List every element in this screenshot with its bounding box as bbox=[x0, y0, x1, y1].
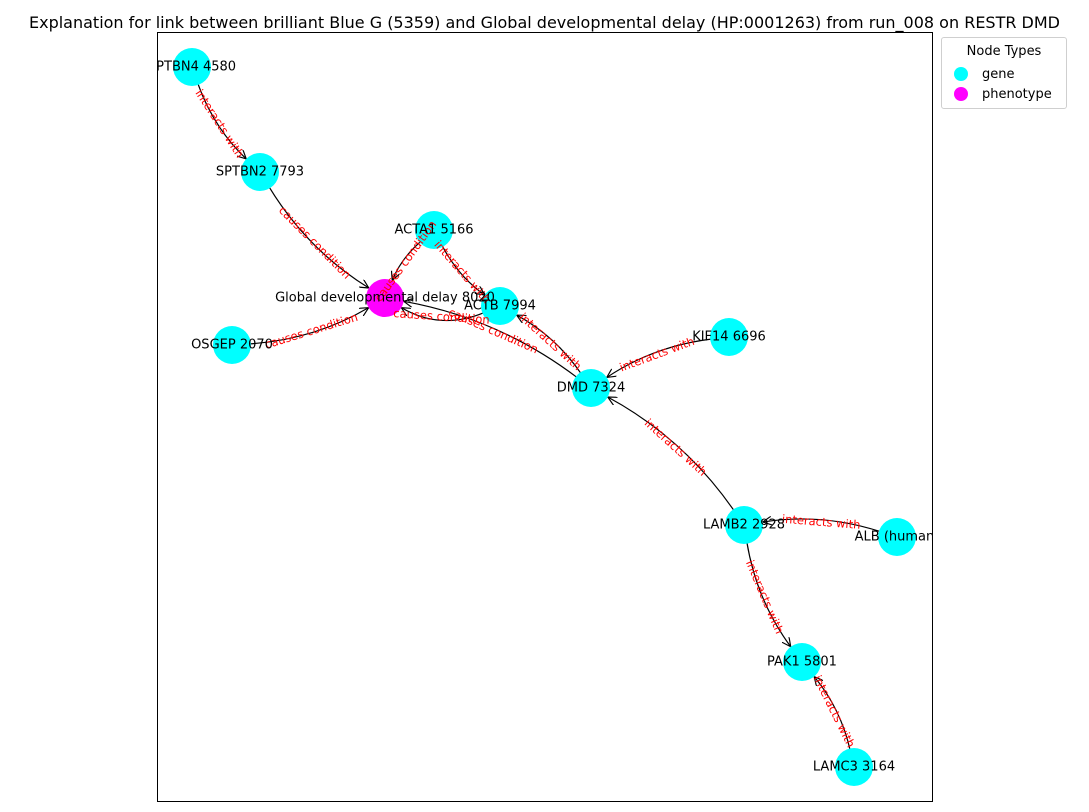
edge-osgep-to-gdd bbox=[249, 308, 369, 345]
edge-acta1-to-actb bbox=[441, 244, 485, 295]
edge-dmd-to-actb bbox=[517, 315, 582, 375]
edge-label-osgep-to-gdd: causes condition bbox=[263, 310, 359, 352]
edge-acta1-to-gdd bbox=[392, 240, 422, 280]
edge-labels-layer: interacts with causes condition causes con… bbox=[192, 87, 861, 750]
legend-item-phenotype: phenotype bbox=[954, 85, 1052, 103]
legend-label-phenotype: phenotype bbox=[982, 86, 1052, 102]
node-label-sptbn4: SPTBN4 4580 bbox=[148, 60, 236, 75]
edge-label-actb-to-gdd: causes condition bbox=[393, 306, 490, 327]
gene-marker-icon bbox=[954, 67, 968, 81]
node-label-osgep: OSGEP 2070 bbox=[191, 338, 273, 353]
node-lamb2 bbox=[725, 506, 763, 544]
node-label-lamc3: LAMC3 3164 bbox=[813, 760, 895, 775]
edge-label-sptbn4-to-sptbn2: interacts with bbox=[192, 87, 247, 161]
node-kif14 bbox=[710, 318, 748, 356]
edge-label-alb-to-lamb2: interacts with bbox=[781, 512, 861, 532]
edge-kif14-to-dmd bbox=[607, 338, 713, 377]
edge-label-lamb2-to-pak1: interacts with bbox=[743, 558, 787, 636]
node-osgep bbox=[213, 326, 251, 364]
edge-dmd-to-gdd bbox=[404, 301, 578, 379]
node-label-lamb2: LAMB2 2928 bbox=[703, 518, 785, 533]
legend-label-gene: gene bbox=[982, 66, 1015, 82]
phenotype-marker-icon bbox=[954, 87, 968, 101]
node-gdd bbox=[366, 279, 404, 317]
plot-frame bbox=[157, 32, 933, 802]
node-alb bbox=[878, 518, 916, 556]
node-dmd bbox=[572, 369, 610, 407]
node-label-kif14: KIF14 6696 bbox=[692, 330, 766, 345]
figure-title: Explanation for link between brilliant B… bbox=[28, 13, 1060, 32]
edge-lamb2-to-dmd bbox=[608, 397, 735, 512]
node-pak1 bbox=[783, 643, 821, 681]
node-sptbn4 bbox=[173, 48, 211, 86]
legend-title: Node Types bbox=[966, 44, 1042, 59]
edge-label-lamc3-to-pak1: interacts with bbox=[811, 673, 858, 750]
edges-layer bbox=[197, 82, 881, 751]
edge-label-kif14-to-dmd: interacts with bbox=[618, 334, 697, 374]
nodes-layer bbox=[173, 48, 916, 786]
edge-sptbn4-to-sptbn2 bbox=[197, 82, 247, 159]
node-label-sptbn2: SPTBN2 7793 bbox=[216, 165, 304, 180]
node-label-gdd: Global developmental delay 8020 bbox=[275, 291, 495, 306]
node-label-actb: ACTB 7994 bbox=[464, 299, 536, 314]
edge-label-lamb2-to-dmd: interacts with bbox=[642, 416, 710, 479]
node-label-dmd: DMD 7324 bbox=[557, 381, 625, 396]
edge-alb-to-lamb2 bbox=[763, 519, 881, 533]
edge-lamc3-to-pak1 bbox=[814, 677, 851, 751]
edge-actb-to-gdd bbox=[401, 308, 485, 322]
edge-lamb2-to-pak1 bbox=[746, 541, 791, 647]
node-label-pak1: PAK1 5801 bbox=[767, 655, 837, 670]
node-lamc3 bbox=[835, 748, 873, 786]
node-label-acta1: ACTA1 5166 bbox=[394, 223, 473, 238]
node-sptbn2 bbox=[241, 153, 279, 191]
edge-label-sptbn2-to-gdd: causes condition bbox=[276, 203, 354, 281]
node-label-alb: ALB (human) bbox=[855, 530, 940, 545]
legend: Node Types gene phenotype bbox=[941, 37, 1067, 109]
node-actb bbox=[481, 287, 519, 325]
legend-item-gene: gene bbox=[954, 65, 1015, 83]
edge-sptbn2-to-gdd bbox=[268, 186, 369, 288]
node-acta1 bbox=[415, 211, 453, 249]
